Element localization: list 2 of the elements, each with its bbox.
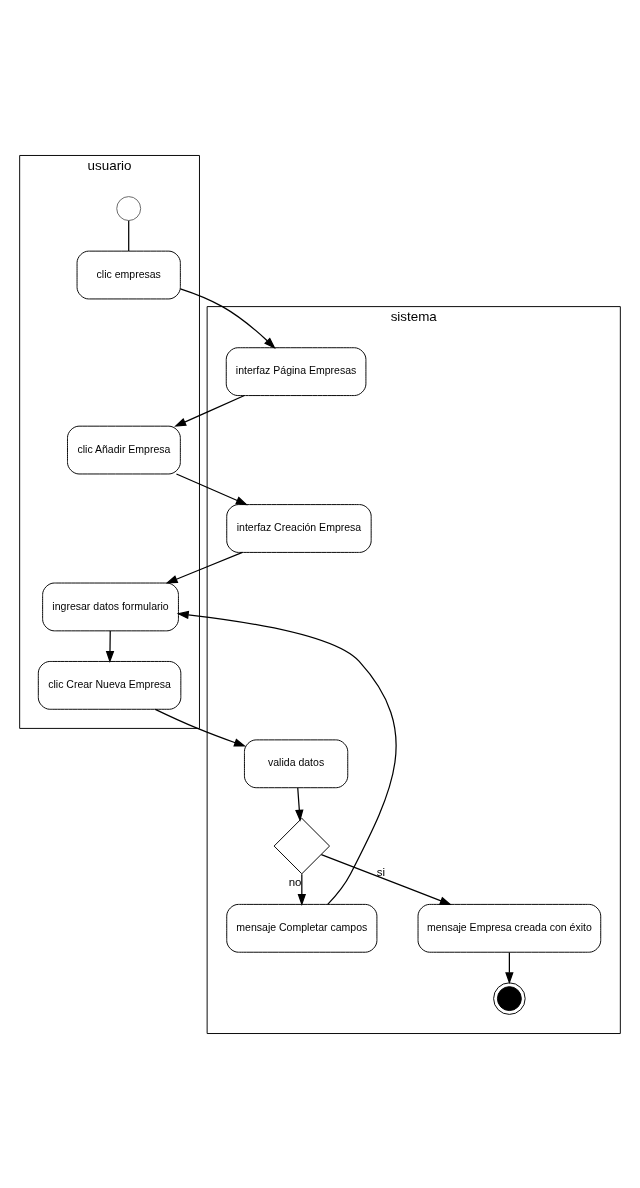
edge-label: no	[288, 875, 302, 888]
edge-label: si	[376, 865, 386, 878]
